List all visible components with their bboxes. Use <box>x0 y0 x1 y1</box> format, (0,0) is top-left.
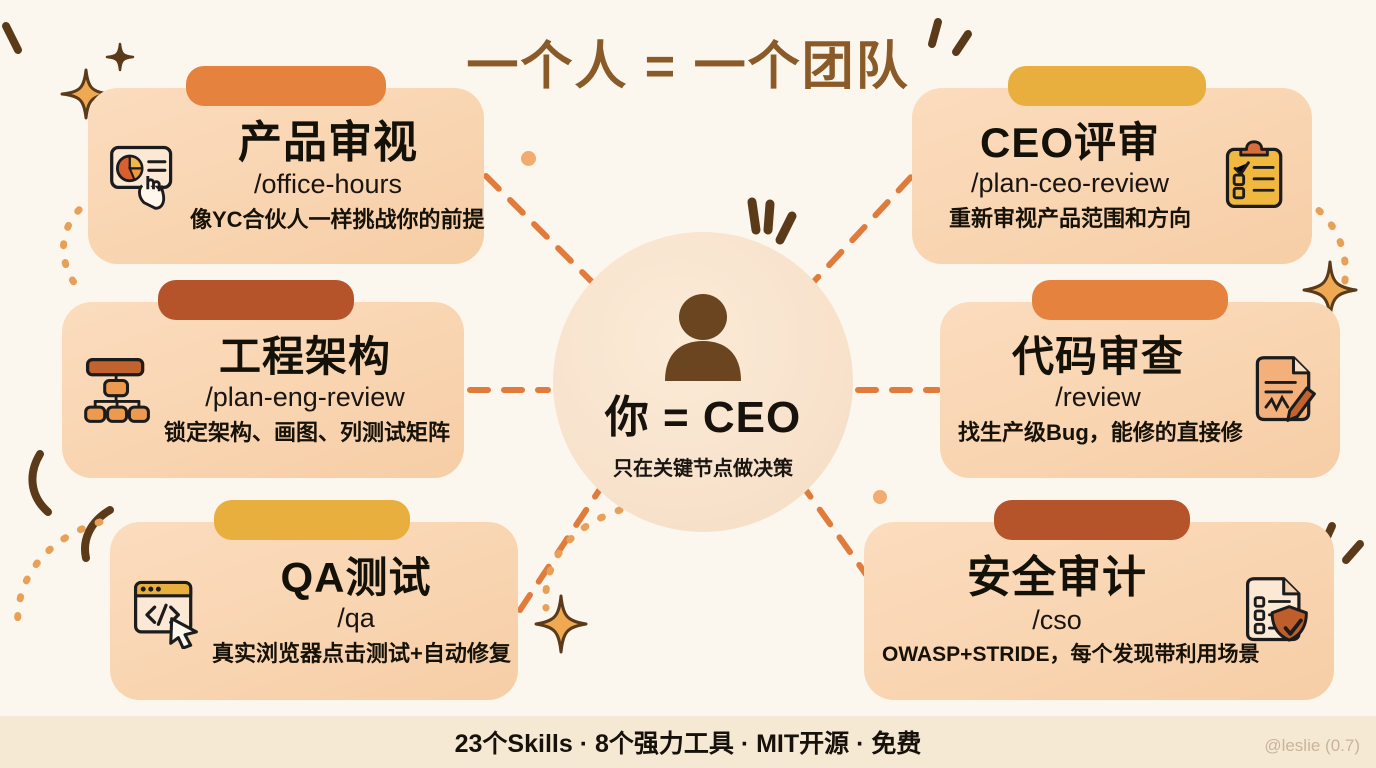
decor-dot-bottom <box>873 490 887 504</box>
card-desc: OWASP+STRIDE，每个发现带利用场景 <box>882 643 1260 667</box>
footer-text: 23个Skills · 8个强力工具 · MIT开源 · 免费 <box>454 730 922 758</box>
card-title: 产品审视 <box>238 117 418 167</box>
card-tab-sec <box>994 500 1190 540</box>
card-title: 安全审计 <box>967 553 1147 603</box>
hub-subtitle: 只在关键节点做决策 <box>613 457 793 480</box>
card-text-product: 产品审视 /office-hours 像YC合伙人一样挑战你的前提 <box>190 117 485 233</box>
pie-chart-click-icon <box>110 145 173 210</box>
card-desc: 找生产级Bug，能修的直接修 <box>958 419 1243 445</box>
card-text-review: 代码审查 /review 找生产级Bug，能修的直接修 <box>958 332 1243 446</box>
checklist-shield-icon <box>1245 577 1308 642</box>
footer-bar: 23个Skills · 8个强力工具 · MIT开源 · 免费 <box>0 716 1376 768</box>
browser-code-cursor-icon <box>133 580 198 649</box>
decor-dot-top <box>521 151 536 166</box>
document-pencil-icon <box>1255 356 1316 422</box>
card-text-ceo: CEO评审 /plan-ceo-review 重新审视产品范围和方向 <box>930 120 1210 232</box>
card-slug: /cso <box>1032 604 1082 635</box>
hub-heading: 你 = CEO <box>604 393 802 443</box>
dotted-arc-bottom-left <box>14 518 104 634</box>
person-icon <box>665 294 741 382</box>
card-slug: /plan-eng-review <box>205 382 405 413</box>
card-title: QA测试 <box>280 553 432 601</box>
center-hub: 你 = CEO 只在关键节点做决策 <box>553 232 853 532</box>
card-slug: /plan-ceo-review <box>970 168 1170 199</box>
card-product[interactable]: 产品审视 /office-hours 像YC合伙人一样挑战你的前提 <box>88 66 485 264</box>
org-chart-icon <box>84 357 150 423</box>
card-review[interactable]: 代码审查 /review 找生产级Bug，能修的直接修 <box>940 280 1340 478</box>
card-text-qa: QA测试 /qa 真实浏览器点击测试+自动修复 <box>212 553 511 667</box>
card-slug: /review <box>1055 382 1141 413</box>
card-desc: 真实浏览器点击测试+自动修复 <box>212 640 511 666</box>
card-title: 代码审查 <box>1011 332 1184 380</box>
card-title: CEO评审 <box>979 118 1160 166</box>
card-title: 工程架构 <box>218 332 391 380</box>
card-desc: 重新审视产品范围和方向 <box>948 205 1191 231</box>
card-text-sec: 安全审计 /cso OWASP+STRIDE，每个发现带利用场景 <box>882 553 1260 667</box>
card-eng[interactable]: 工程架构 /plan-eng-review 锁定架构、画图、列测试矩阵 <box>62 280 464 478</box>
card-qa[interactable]: QA测试 /qa 真实浏览器点击测试+自动修复 <box>110 500 518 700</box>
card-tab-review <box>1032 280 1228 320</box>
card-ceo[interactable]: CEO评审 /plan-ceo-review 重新审视产品范围和方向 <box>912 66 1312 264</box>
card-slug: /qa <box>337 603 375 634</box>
page-title: 一个人 = 一个团队 <box>466 38 910 96</box>
card-sec[interactable]: 安全审计 /cso OWASP+STRIDE，每个发现带利用场景 <box>864 500 1334 700</box>
clipboard-checklist-icon <box>1225 140 1283 208</box>
watermark: @leslie (0.7) <box>1264 736 1360 755</box>
card-desc: 像YC合伙人一样挑战你的前提 <box>190 206 485 232</box>
card-tab-product <box>186 66 386 106</box>
card-slug: /office-hours <box>253 169 403 200</box>
card-tab-qa <box>214 500 410 540</box>
card-tab-eng <box>158 280 354 320</box>
sparkle-icon-bottom-center <box>534 594 588 654</box>
card-text-eng: 工程架构 /plan-eng-review 锁定架构、画图、列测试矩阵 <box>164 332 451 446</box>
card-desc: 锁定架构、画图、列测试矩阵 <box>164 419 451 445</box>
card-tab-ceo <box>1008 66 1206 106</box>
